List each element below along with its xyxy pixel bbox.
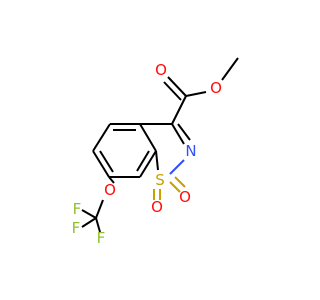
atom-o-ester: O	[210, 79, 222, 97]
atom-o-ether: O	[104, 181, 116, 199]
bond-c-o-double-b	[163, 81, 182, 101]
bond-c7-o	[108, 176, 115, 184]
bond-c4-c5	[92, 123, 111, 152]
ester-group	[163, 57, 239, 125]
bond-c3-n-2	[177, 123, 191, 141]
bond-c3-ccarbonyl	[171, 95, 187, 125]
bond-c7-c7a-inner	[136, 150, 150, 172]
atom-f-left: F	[72, 219, 81, 237]
bond-c7-c7a	[139, 150, 157, 178]
bond-s-o-right-2	[174, 176, 186, 188]
atom-f-top: F	[73, 200, 82, 218]
bond-c7a-c3a	[139, 123, 157, 152]
atom-o-sulfonyl-left: O	[151, 198, 163, 216]
bond-o-cf3	[95, 199, 104, 219]
atom-f-bottom: F	[97, 229, 106, 247]
bond-s-c7a	[155, 150, 159, 171]
bond-c-o-single	[185, 91, 207, 97]
bond-c3-n	[171, 123, 185, 145]
sulfonyl-group	[153, 176, 186, 200]
atom-o-carbonyl: O	[155, 61, 167, 79]
atom-o-sulfonyl-right: O	[179, 188, 191, 206]
bond-c-f-left	[81, 217, 97, 228]
bond-c-o-double-a	[167, 76, 187, 97]
bond-c-f-top	[81, 209, 97, 219]
trifluoromethoxy-group	[81, 176, 115, 233]
bond-o-ch3	[221, 57, 239, 81]
thiazole-ring	[140, 123, 191, 175]
benzene-ring	[92, 123, 157, 178]
atom-n-ring: N	[185, 142, 196, 160]
bond-n-s	[169, 159, 185, 175]
bond-c5-c6-inner	[99, 150, 114, 173]
structure-diagram: O O N S O O O F F F	[72, 57, 239, 247]
bond-c5-c6	[92, 150, 110, 178]
molecule-canvas: O O N S O O O F F F	[72, 57, 239, 247]
bond-c-f-bottom	[95, 217, 101, 233]
bond-s-o-right	[169, 181, 181, 193]
atom-s-ring: S	[155, 171, 165, 189]
